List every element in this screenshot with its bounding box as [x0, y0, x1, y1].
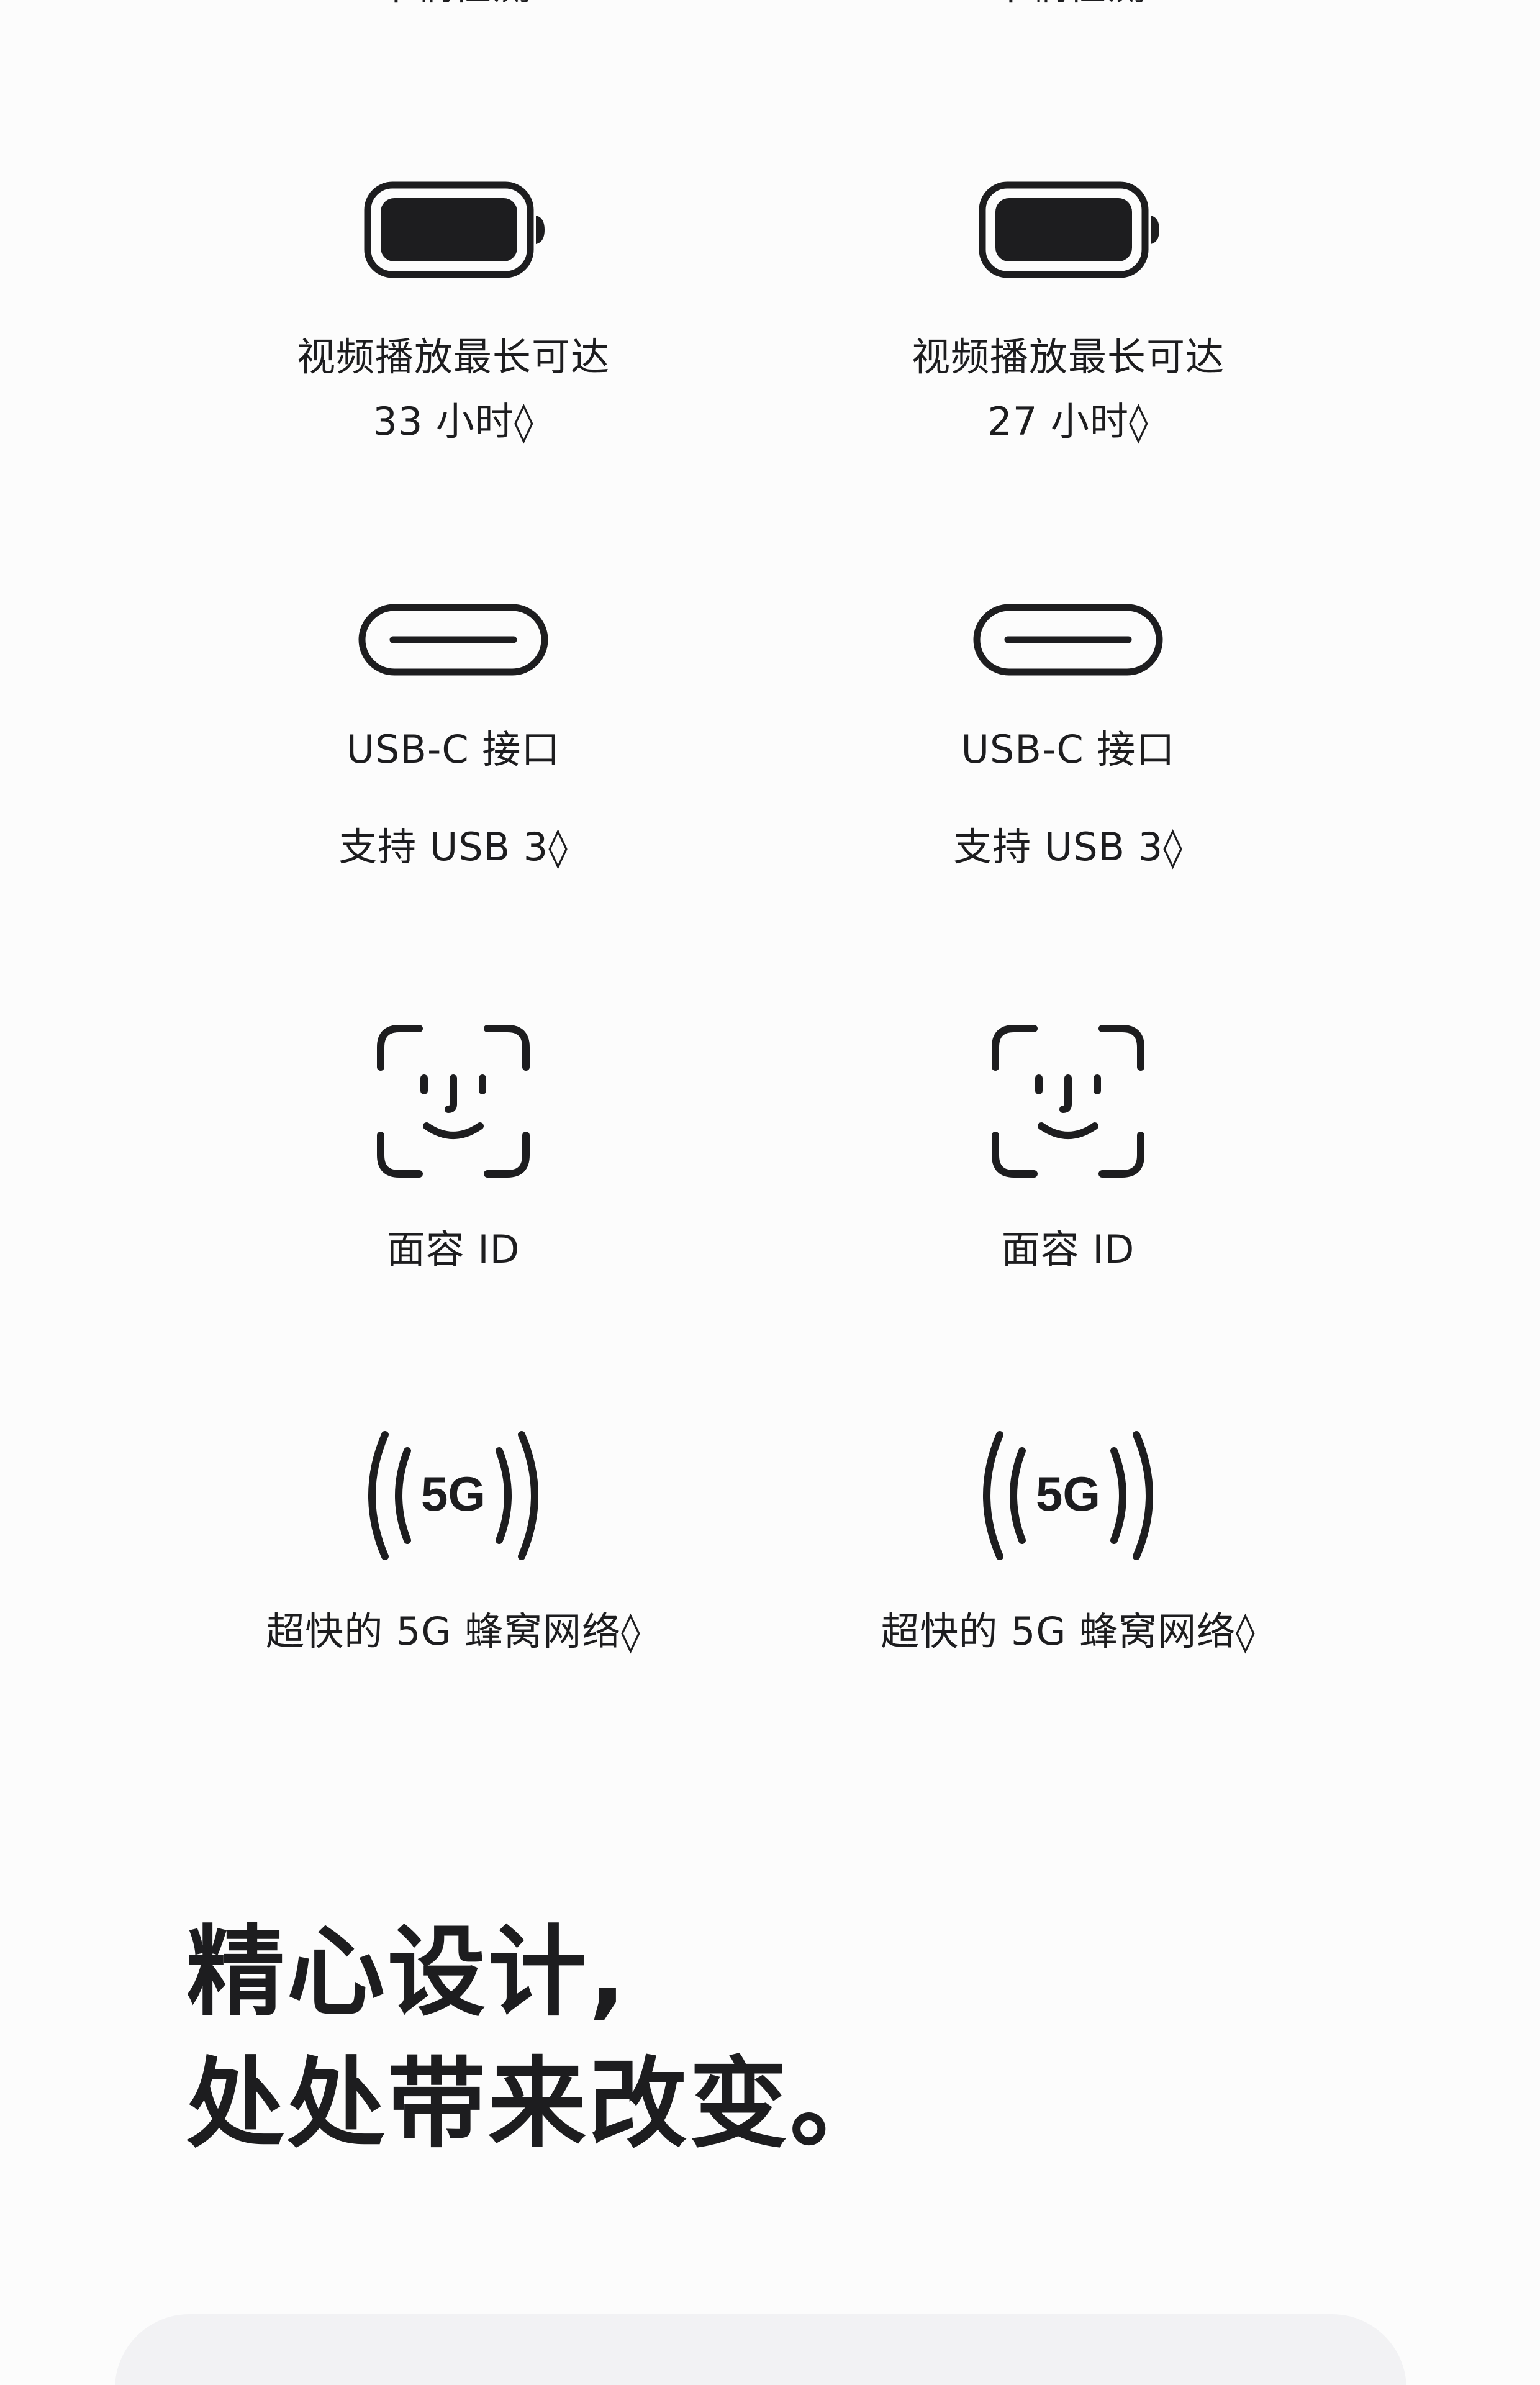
face-id-icon [377, 1025, 530, 1178]
left-faceid [149, 1024, 758, 1179]
right-battery-label-wrap: 视频播放最长可达 [758, 325, 1379, 389]
left-usb-title-wrap: USB-C 接口 [149, 717, 758, 782]
left-faceid-label: 面容 ID [386, 1227, 520, 1272]
right-battery-hours-wrap: 27 小时◊ [758, 389, 1379, 454]
face-id-icon [992, 1025, 1144, 1178]
right-faceid [758, 1024, 1379, 1179]
right-faceid-label: 面容 ID [1001, 1227, 1135, 1272]
right-usb-title-wrap: USB-C 接口 [758, 717, 1379, 782]
left-battery-label-wrap: 视频播放最长可达 [149, 325, 758, 389]
bottom-card [115, 2314, 1406, 2385]
left-battery [149, 180, 758, 279]
left-usb-support: 支持 USB 3◊ [338, 824, 568, 870]
left-5g: 5G [149, 1427, 758, 1564]
headline-line-2: 处处带来改变。 [186, 2047, 890, 2161]
right-vehicle-detect: 车辆检测 [758, 0, 1379, 19]
left-usb-title: USB-C 接口 [346, 727, 561, 772]
right-usb-support: 支持 USB 3◊ [953, 824, 1183, 870]
left-usb-support-wrap: 支持 USB 3◊ [149, 815, 758, 879]
right-5g: 5G [758, 1427, 1379, 1564]
left-battery-hours-wrap: 33 小时◊ [149, 389, 758, 454]
left-usb [149, 602, 758, 677]
right-battery-label: 视频播放最长可达 [911, 334, 1225, 379]
5g-icon: 5G [983, 1431, 1153, 1560]
right-usb-title: USB-C 接口 [961, 727, 1175, 772]
headline-line-1: 精心设计, [186, 1915, 629, 2030]
left-5g-label-wrap: 超快的 5G 蜂窝网络◊ [149, 1599, 758, 1664]
right-usb-support-wrap: 支持 USB 3◊ [758, 815, 1379, 879]
battery-icon [979, 181, 1159, 278]
left-faceid-label-wrap: 面容 ID [149, 1217, 758, 1282]
right-usb [758, 602, 1379, 677]
5g-badge: 5G [1036, 1466, 1100, 1521]
5g-icon: 5G [368, 1431, 538, 1560]
left-battery-hours: 33 小时◊ [373, 399, 534, 444]
right-5g-label-wrap: 超快的 5G 蜂窝网络◊ [758, 1599, 1379, 1664]
right-faceid-label-wrap: 面容 ID [758, 1217, 1379, 1282]
right-battery-hours: 27 小时◊ [987, 399, 1149, 444]
usb-c-icon [973, 604, 1163, 676]
section-headline: 精心设计, 处处带来改变。 [186, 1907, 890, 2170]
right-battery [758, 180, 1379, 279]
5g-badge: 5G [421, 1466, 486, 1521]
left-battery-label: 视频播放最长可达 [296, 334, 610, 379]
left-vehicle-detect: 车辆检测 [149, 0, 758, 19]
battery-icon [364, 181, 545, 278]
left-5g-label: 超快的 5G 蜂窝网络◊ [266, 1609, 641, 1654]
usb-c-icon [358, 604, 548, 676]
right-5g-label: 超快的 5G 蜂窝网络◊ [881, 1609, 1256, 1654]
left-vehicle-detect-text: 车辆检测 [375, 0, 532, 19]
right-vehicle-detect-text: 车辆检测 [990, 0, 1146, 19]
